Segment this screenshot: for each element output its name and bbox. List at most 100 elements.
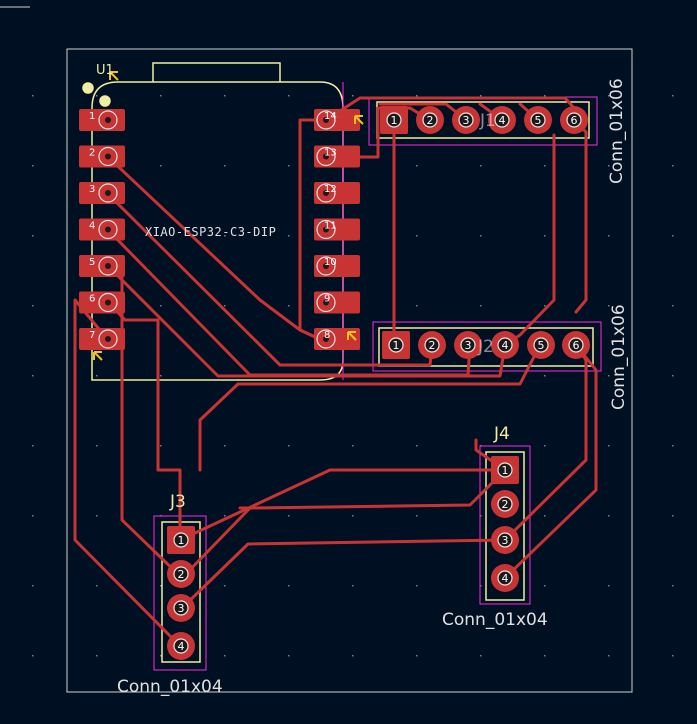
j4-silkscreen	[485, 451, 525, 601]
u1-pin-number: 10	[324, 257, 337, 268]
connector-drill	[497, 496, 513, 512]
grid-dot	[544, 585, 546, 587]
grid-dot	[672, 585, 674, 587]
grid-dot	[224, 305, 226, 307]
grid-dot	[608, 305, 610, 307]
grid-dot	[288, 445, 290, 447]
connector-pin-number: 1	[502, 464, 509, 477]
connector-drill	[494, 112, 510, 128]
grid-dot	[224, 165, 226, 167]
grid-dot	[224, 445, 226, 447]
connector-pin-number: 4	[499, 114, 506, 127]
u1-pad-drill	[105, 263, 111, 269]
u1-pad-drill	[323, 263, 329, 269]
grid-dot	[288, 235, 290, 237]
connector-pin-number: 2	[178, 568, 185, 581]
grid-dot	[480, 585, 482, 587]
connector-pin-number: 2	[429, 339, 436, 352]
j4-reference: J4	[493, 424, 510, 444]
u1-pad-drill	[323, 153, 329, 160]
grid-dot	[544, 235, 546, 237]
u1-value: XIAO-ESP32-C3-DIP	[145, 225, 276, 239]
connector-drill	[497, 532, 513, 548]
grid-dot	[96, 375, 98, 377]
u1-pin-number: 8	[324, 330, 330, 341]
u1-reference: U1	[96, 63, 114, 78]
grid-dot	[416, 165, 418, 167]
connector-pin-number: 4	[502, 572, 509, 585]
grid-dot	[96, 445, 98, 447]
grid-dot	[96, 95, 98, 97]
grid-dot	[544, 515, 546, 517]
connector-drill	[388, 337, 404, 353]
grid-dot	[160, 655, 162, 657]
connector-drill	[566, 112, 582, 128]
connector-pin-number: 4	[178, 640, 185, 653]
connector-pin-number: 1	[393, 339, 400, 352]
grid-dot	[288, 165, 290, 167]
connector-pin-number: 4	[502, 339, 509, 352]
j2-value: Conn_01x06	[609, 304, 629, 410]
grid-dot	[96, 585, 98, 587]
grid-dot	[32, 375, 34, 377]
connector-pin-number: 5	[538, 339, 545, 352]
connector-pin-number: 1	[178, 534, 185, 547]
grid-dot	[608, 165, 610, 167]
grid-dot	[32, 655, 34, 657]
grid-dot	[32, 515, 34, 517]
j2-courtyard	[372, 321, 602, 372]
connector-drill	[460, 337, 476, 353]
grid-dot	[224, 655, 226, 657]
u1-pad-drill	[105, 336, 111, 342]
grid-dot	[544, 445, 546, 447]
grid-dot	[480, 655, 482, 657]
grid-dot	[544, 95, 546, 97]
grid-dot	[352, 445, 354, 447]
grid-dot	[288, 585, 290, 587]
grid-dot	[288, 95, 290, 97]
grid-dot	[96, 515, 98, 517]
grid-dot	[288, 305, 290, 307]
u1-pad-drill	[105, 299, 111, 306]
grid-dot	[224, 515, 226, 517]
u1-pin-number: 9	[324, 294, 330, 305]
grid-dot	[544, 305, 546, 307]
grid-dot	[608, 585, 610, 587]
connector-drill	[173, 566, 189, 582]
grid-dot	[480, 95, 482, 97]
u1-pin-number: 12	[324, 184, 337, 195]
u1-pad-drill	[105, 190, 111, 196]
connector-pin-number: 6	[573, 339, 580, 352]
grid-dot	[352, 655, 354, 657]
connector-drill	[386, 112, 402, 128]
connector-pin-number: 3	[463, 114, 470, 127]
j4-value: Conn_01x04	[442, 610, 548, 630]
grid-dot	[32, 235, 34, 237]
grid-dot	[160, 585, 162, 587]
grid-dot	[672, 235, 674, 237]
grid-dot	[416, 305, 418, 307]
u1-pin-number: 13	[324, 148, 337, 159]
j3-value: Conn_01x04	[117, 677, 223, 697]
u1-pad-drill	[105, 153, 111, 160]
grid-dot	[416, 235, 418, 237]
u1-pin-number: 14	[324, 111, 337, 122]
j2-silkscreen	[378, 327, 594, 367]
u1-pad-drill	[323, 226, 329, 233]
grid-dot	[32, 165, 34, 167]
grid-dot	[32, 95, 34, 97]
grid-dot	[160, 305, 162, 307]
connector-drill	[424, 337, 440, 353]
grid-dot	[32, 305, 34, 307]
connector-pin-number: 5	[535, 114, 542, 127]
u1-pad-drill	[323, 190, 329, 196]
connector-drill	[173, 600, 189, 616]
grid-dot	[96, 655, 98, 657]
grid-dot	[160, 95, 162, 97]
